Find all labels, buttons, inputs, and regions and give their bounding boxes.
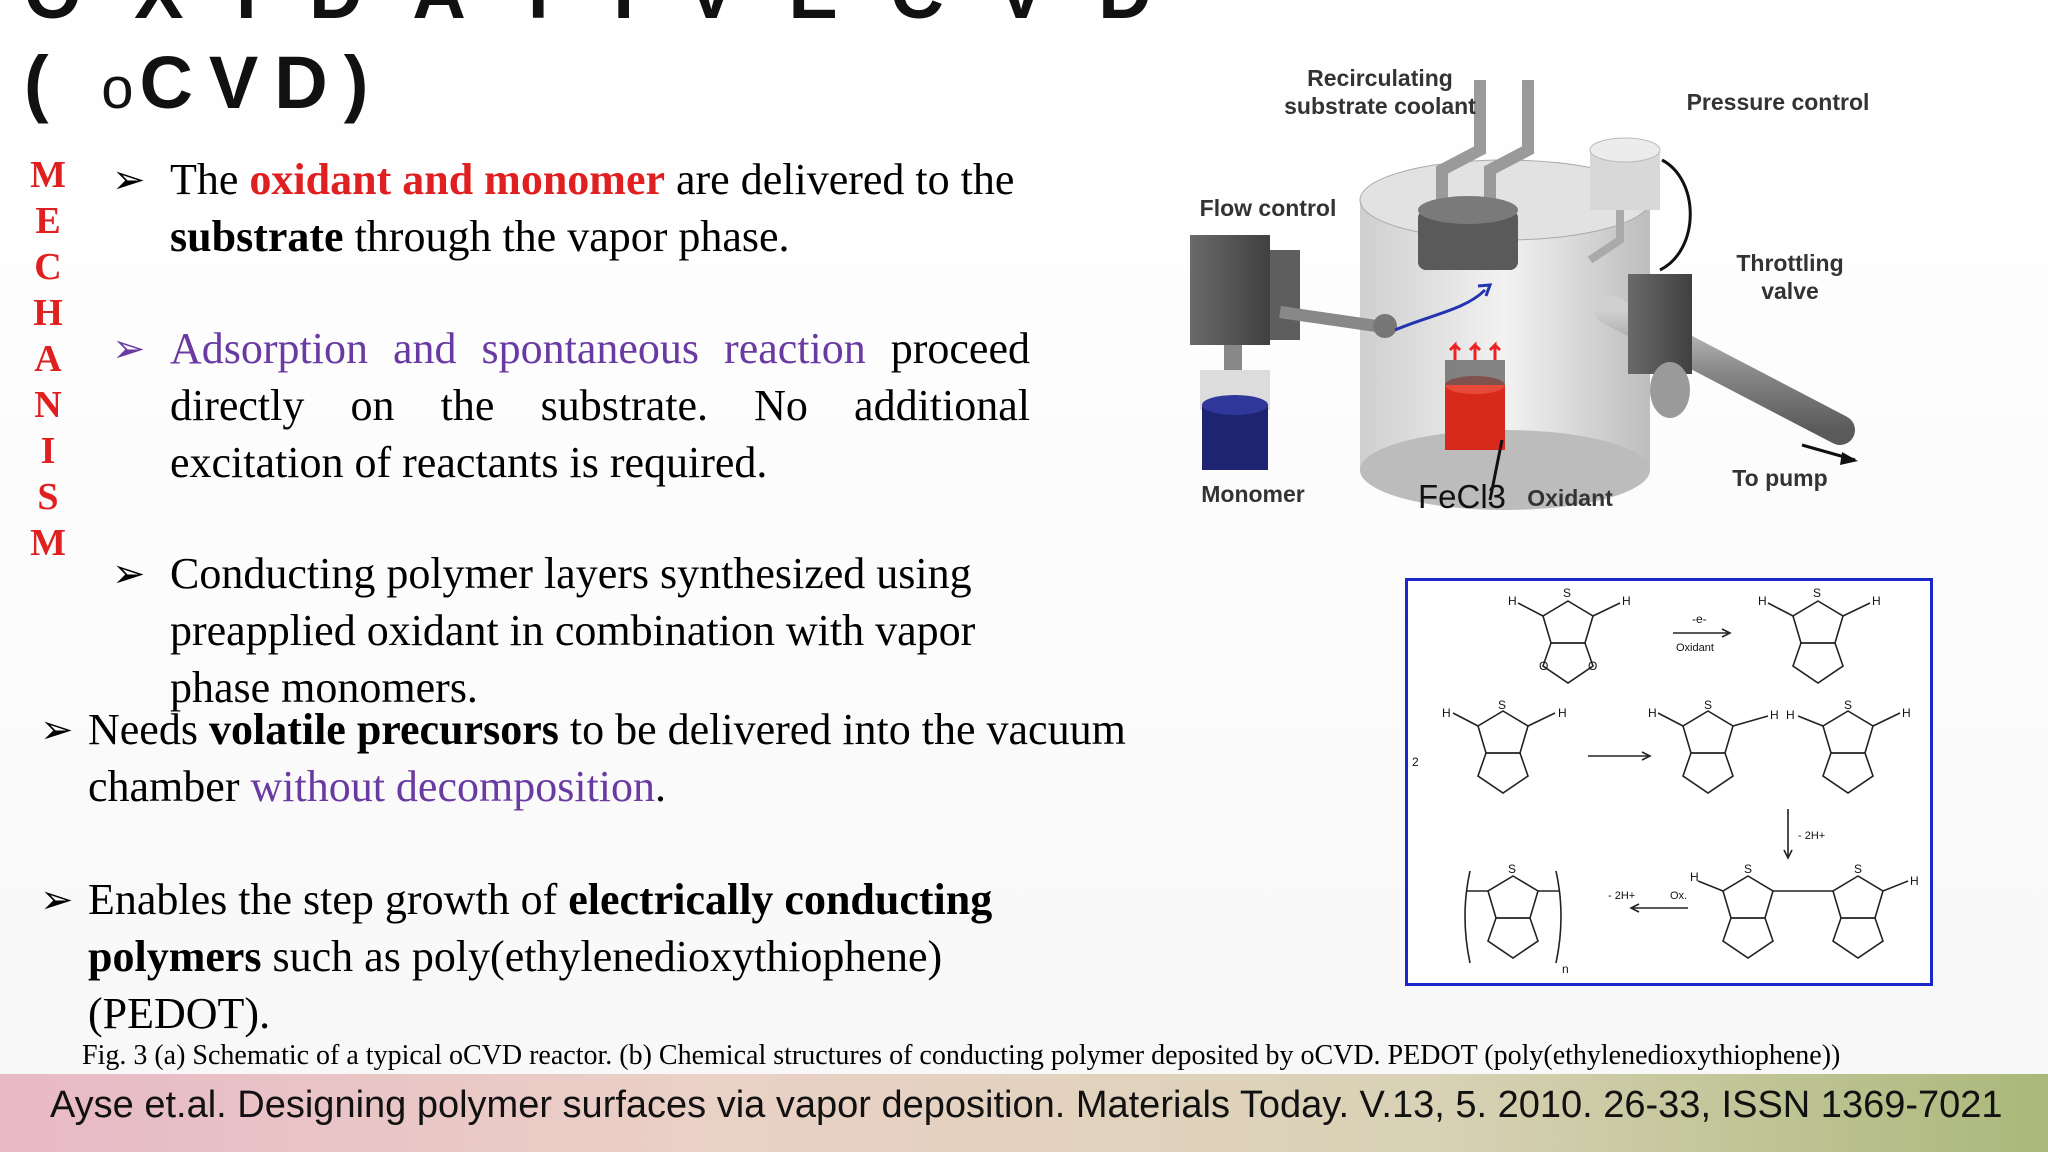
chem-h: H — [1442, 706, 1451, 720]
chem-minus-e: -e- — [1692, 612, 1707, 626]
chem-s: S — [1508, 862, 1516, 876]
b4-highlight: without decomposition — [250, 762, 655, 811]
footer-reference: Ayse et.al. Designing polymer surfaces v… — [50, 1084, 2003, 1126]
b2-rest: proceed directly on the substrate. No ad… — [170, 324, 1030, 487]
chem-n: n — [1562, 962, 1569, 976]
side-letter: A — [34, 338, 62, 380]
bullet-5: Enables the step growth of electrically … — [88, 871, 1088, 1042]
ocvd-reactor-diagram — [1190, 80, 1858, 510]
chem-s: S — [1744, 862, 1752, 876]
chem-s: S — [1704, 698, 1712, 712]
label-to-pump: To pump — [1732, 465, 1828, 491]
arrow-bullet-icon: ➢ — [112, 326, 146, 371]
bullet-4: Needs volatile precursors to be delivere… — [88, 701, 1228, 815]
side-letter: N — [34, 384, 62, 426]
arrow-bullet-icon: ➢ — [40, 877, 74, 922]
chem-oxidant: Oxidant — [1676, 642, 1714, 654]
chem-h: H — [1910, 874, 1919, 888]
side-label-mechanism: M E C H A N I S M — [28, 152, 68, 566]
chem-ox: Ox. — [1670, 890, 1687, 902]
title-rest: CVD) — [139, 41, 385, 124]
label-fecl3: FeCl3 — [1418, 478, 1507, 515]
label-recirculating-coolant: Recirculating substrate coolant — [1284, 65, 1476, 119]
chem-h: H — [1558, 706, 1567, 720]
side-letter: I — [40, 430, 56, 472]
title-line-1: O X I D A T I V E C V D — [24, 0, 1168, 35]
bullet-2: Adsorption and spontaneous reaction proc… — [170, 320, 1030, 491]
chem-h: H — [1648, 706, 1657, 720]
chem-minus-2h: - 2H+ — [1608, 890, 1635, 902]
chem-s: S — [1854, 862, 1862, 876]
side-letter: E — [35, 200, 61, 242]
b5-bold: electrically conducting polymers — [88, 875, 993, 981]
b4-prefix: Needs — [88, 705, 209, 754]
chem-s: S — [1563, 586, 1571, 600]
chem-o: O — [1539, 659, 1548, 673]
chem-h: H — [1786, 708, 1795, 722]
chem-o: O — [1588, 659, 1597, 673]
b1-highlight: oxidant and monomer — [249, 155, 665, 204]
chem-h: H — [1872, 594, 1881, 608]
b1-suffix: through the vapor phase. — [343, 212, 790, 261]
label-monomer: Monomer — [1201, 481, 1305, 507]
side-letter: M — [30, 522, 66, 564]
chem-h: H — [1690, 870, 1699, 884]
chem-h: H — [1622, 594, 1631, 608]
arrow-bullet-icon: ➢ — [40, 707, 74, 752]
chem-s: S — [1498, 698, 1506, 712]
b4-bold: volatile precursors — [208, 705, 559, 754]
chem-h: H — [1770, 708, 1779, 722]
figure-caption: Fig. 3 (a) Schematic of a typical oCVD r… — [82, 1040, 1841, 1071]
b2-highlight: Adsorption and spontaneous reaction — [170, 324, 866, 373]
b4-suffix: . — [655, 762, 666, 811]
arrow-bullet-icon: ➢ — [112, 551, 146, 596]
bullet-3: Conducting polymer layers synthesized us… — [170, 545, 1050, 716]
b1-mid: are delivered to the — [665, 155, 1015, 204]
chem-s: S — [1813, 586, 1821, 600]
chem-two: 2 — [1412, 755, 1419, 769]
chem-h: H — [1758, 594, 1767, 608]
label-throttling-valve: Throttling valve — [1736, 250, 1844, 304]
b1-prefix: The — [170, 155, 250, 204]
chem-h: H — [1902, 706, 1911, 720]
side-letter: C — [34, 246, 62, 288]
chem-h: H — [1508, 594, 1517, 608]
side-letter: M — [30, 154, 66, 196]
footer-bar — [0, 1074, 2048, 1152]
label-oxidant: Oxidant — [1527, 485, 1613, 511]
chemical-structures-panel: H S H O O -e- Oxidant H S H 2 H S H H S … — [1405, 578, 1933, 986]
pedot-reaction-scheme: H S H O O -e- Oxidant H S H 2 H S H H S … — [1412, 586, 1919, 976]
arrow-bullet-icon: ➢ — [112, 157, 146, 202]
b3-text: Conducting polymer layers synthesized us… — [170, 549, 976, 712]
side-letter: H — [33, 292, 63, 334]
label-pressure-control: Pressure control — [1686, 89, 1870, 115]
b5-suffix: such as poly(ethylenedioxythiophene) (PE… — [88, 932, 943, 1038]
bullet-1: The oxidant and monomer are delivered to… — [170, 151, 1050, 265]
b4-mid: to be delivered into the vacuum chamber — [88, 705, 1126, 811]
chem-s: S — [1844, 698, 1852, 712]
title-paren-open: ( — [24, 41, 65, 124]
title-o: o — [101, 56, 140, 121]
chem-minus-2h: - 2H+ — [1798, 830, 1825, 842]
label-flow-control: Flow control — [1199, 195, 1337, 221]
b1-bold: substrate — [170, 212, 344, 261]
title-line-2: ( oCVD) — [24, 40, 384, 125]
b5-prefix: Enables the step growth of — [88, 875, 569, 924]
side-letter: S — [37, 476, 59, 518]
